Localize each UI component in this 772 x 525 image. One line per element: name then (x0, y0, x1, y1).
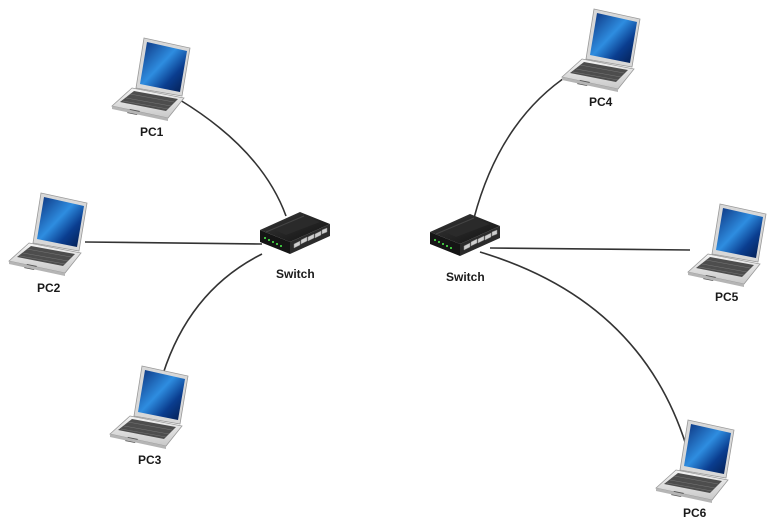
pc-label: PC5 (715, 290, 739, 304)
pc-node-pc2[interactable]: PC2 (8, 192, 88, 295)
link-pc5-sw2[interactable] (489, 247, 691, 251)
pc-label: PC3 (138, 453, 162, 467)
link-pc2-sw1[interactable] (84, 241, 263, 245)
link-pc4-sw2[interactable] (473, 73, 571, 219)
pc-label: PC1 (140, 125, 164, 139)
switch-node[interactable]: Switch (259, 211, 331, 281)
link-pc1-sw1[interactable] (179, 99, 287, 217)
laptop-icon (561, 8, 641, 93)
switch-icon (259, 211, 331, 255)
switch-label: Switch (446, 270, 485, 284)
pc-node-pc3[interactable]: PC3 (109, 365, 189, 467)
laptop-icon (687, 203, 767, 288)
pc-label: PC4 (589, 95, 613, 109)
pc-node-pc1[interactable]: PC1 (111, 37, 191, 139)
laptop-icon (655, 419, 735, 504)
pc-label: PC2 (37, 281, 61, 295)
pc-node-pc6[interactable]: PC6 (655, 419, 735, 520)
switch-label: Switch (276, 267, 315, 281)
links (84, 73, 691, 446)
laptop-icon (111, 37, 191, 122)
laptop-icon (8, 192, 88, 277)
pc-label: PC6 (683, 506, 707, 520)
link-pc3-sw1[interactable] (162, 253, 263, 375)
pc-node-pc4[interactable]: PC4 (561, 8, 641, 109)
link-pc6-sw2[interactable] (479, 251, 687, 446)
pc-node-pc5[interactable]: PC5 (687, 203, 767, 304)
switch-node[interactable]: Switch (429, 213, 501, 284)
switch-icon (429, 213, 501, 257)
laptop-icon (109, 365, 189, 450)
